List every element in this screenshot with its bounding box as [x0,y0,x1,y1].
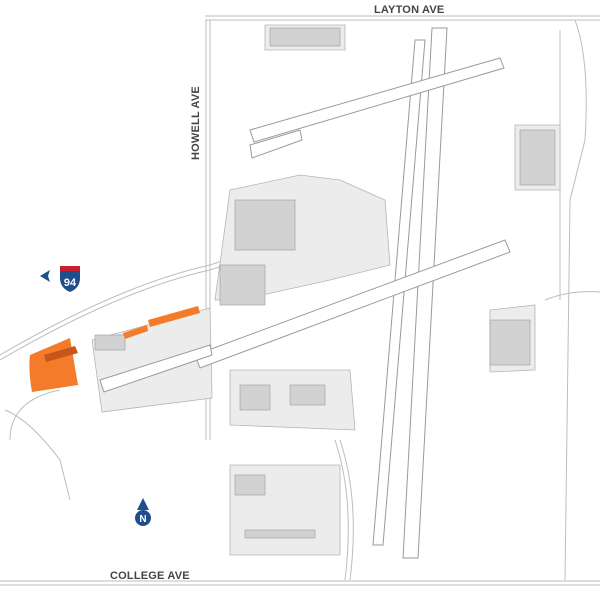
road-label-howell: HOWELL AVE [190,86,202,160]
runways [99,27,511,559]
highlighted-area [29,306,200,392]
west-arrow-icon [40,270,50,282]
highlight-strip-1 [123,325,148,339]
runway-north [249,57,505,143]
north-arrow-icon: N [135,498,151,526]
terminal-building [234,199,296,251]
buildings [94,27,556,539]
runway-main [402,27,448,559]
runway-east-west [194,239,511,369]
interstate-shield-icon: 94 [40,266,80,292]
north-label: N [139,514,146,525]
pavement-areas [91,24,561,556]
road-label-college: COLLEGE AVE [110,570,190,582]
shield-number: 94 [64,277,77,289]
highlight-strip-2 [148,306,200,327]
highlight-zone-west [29,338,78,392]
road-label-layton: LAYTON AVE [374,4,445,16]
